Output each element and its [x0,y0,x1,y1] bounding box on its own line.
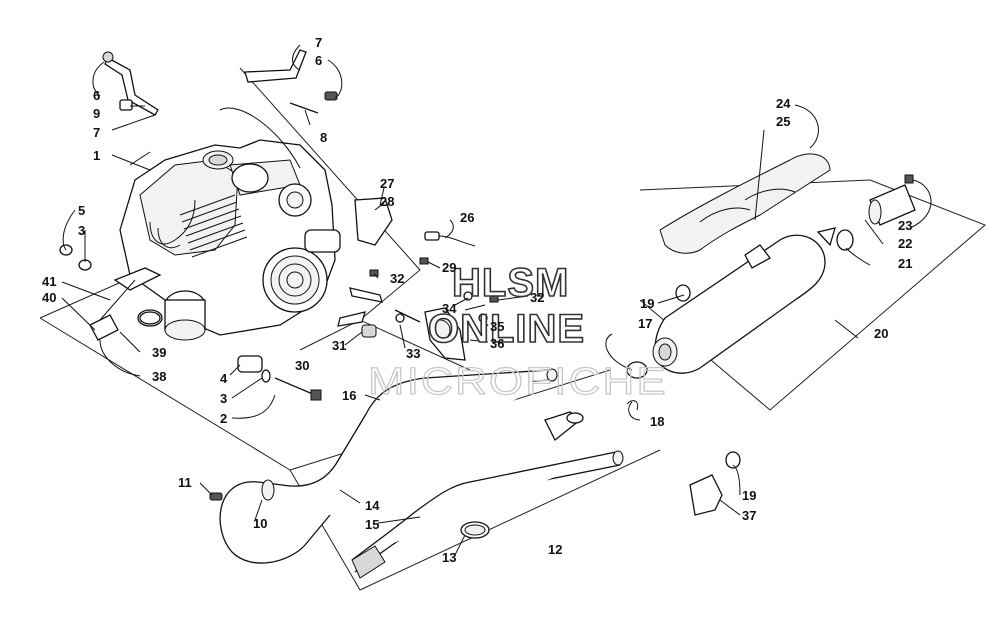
callout-32-right: 32 [530,290,544,305]
callout-17: 17 [638,316,652,331]
engine-mount-bracket-right [244,49,338,114]
callout-15: 15 [365,517,379,532]
callout-7-right: 7 [315,35,322,50]
callout-38: 38 [152,369,166,384]
muffler-heat-shield [659,153,831,269]
callout-39: 39 [152,345,166,360]
callout-14: 14 [365,498,380,513]
callout-34: 34 [442,301,457,316]
mount-hardware-left [59,244,162,341]
callout-7-left: 7 [93,125,100,140]
callout-3-left: 3 [78,223,85,238]
watermark-line-2: ONLINE [428,307,585,351]
mount-hardware-bottom [237,355,322,401]
cylinder-fins [179,194,248,258]
exhaust-header-pipe [219,368,558,564]
callout-18: 18 [650,414,664,429]
callout-40: 40 [42,290,56,305]
callout-30: 30 [295,358,309,373]
shift-linkage [337,269,499,361]
engine-mount-bracket-left [102,51,159,116]
callout-11: 11 [178,475,192,490]
engine-assembly [119,139,341,341]
callout-35: 35 [490,319,504,334]
callout-5: 5 [78,203,85,218]
callout-2: 2 [220,411,227,426]
callout-1: 1 [93,148,100,163]
spark-arrestor [836,174,916,251]
callout-32-left: 32 [390,271,404,286]
callout-19-bottom: 19 [742,488,756,503]
callout-36: 36 [490,336,504,351]
callout-41: 41 [42,274,56,289]
callout-10: 10 [253,516,267,531]
callout-26: 26 [460,210,474,225]
callout-19-top: 19 [640,296,654,311]
callout-37: 37 [742,508,756,523]
callout-25: 25 [776,114,790,129]
callout-4: 4 [220,371,228,386]
callout-31: 31 [332,338,346,353]
callout-23: 23 [898,218,912,233]
callout-24: 24 [776,96,791,111]
exhaust-mid-pipe [351,450,624,579]
leader-lines [61,44,932,556]
callout-9: 9 [93,106,100,121]
callout-20: 20 [874,326,888,341]
callout-21: 21 [898,256,912,271]
callout-13: 13 [442,550,456,565]
callout-27: 27 [380,176,394,191]
exhaust-coupler [209,400,639,501]
watermark: MICROFICHE HLSM ONLINE [367,260,668,403]
callout-3: 3 [220,391,227,406]
callout-33: 33 [406,346,420,361]
callout-22: 22 [898,236,912,251]
callout-8: 8 [320,130,327,145]
callout-6-left: 6 [93,88,100,103]
callout-6-right: 6 [315,53,322,68]
callout-28: 28 [380,194,394,209]
muffler [652,227,836,374]
callout-labels: 1 2 3 3 4 5 6 6 7 7 8 9 10 11 12 13 14 1… [42,35,912,565]
sensor-bracket [354,197,476,265]
watermark-line-1: HLSM [452,261,569,305]
muffler-bracket [626,284,741,516]
callout-16: 16 [342,388,356,403]
callout-29: 29 [442,260,456,275]
callout-12: 12 [548,542,562,557]
watermark-line-3: MICROFICHE [368,361,668,403]
